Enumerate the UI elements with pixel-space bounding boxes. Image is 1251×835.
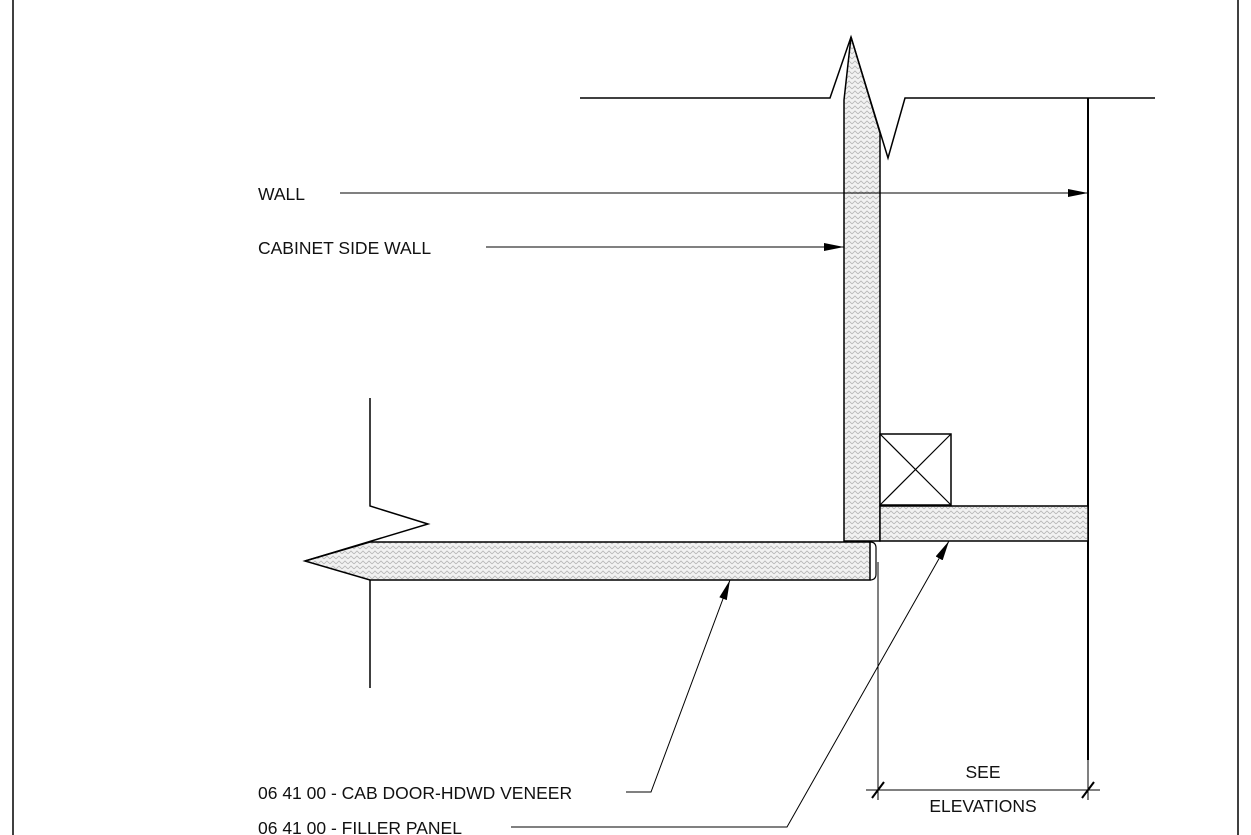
cabinet-side-wall-panel	[843, 36, 881, 542]
blocking-cross-b	[879, 433, 952, 506]
left-break-line	[304, 398, 431, 562]
door-edge-profile	[869, 541, 877, 581]
dimension-tick-right	[1081, 781, 1095, 799]
cab-door-leader	[626, 579, 731, 793]
filler-panel-label: 06 41 00 - FILLER PANEL	[258, 818, 462, 835]
cabinet-side-wall-label: CABINET SIDE WALL	[258, 238, 431, 258]
wall-label: WALL	[258, 184, 305, 204]
dimension-label-see: SEE	[965, 762, 1000, 782]
filler-panel	[879, 505, 1089, 542]
cab-door-panel	[302, 541, 871, 581]
filler-panel-leader	[511, 540, 950, 828]
cab-door-label: 06 41 00 - CAB DOOR-HDWD VENEER	[258, 783, 572, 803]
dimension-label-elevations: ELEVATIONS	[929, 796, 1036, 816]
dimension-tick-left	[871, 781, 885, 799]
